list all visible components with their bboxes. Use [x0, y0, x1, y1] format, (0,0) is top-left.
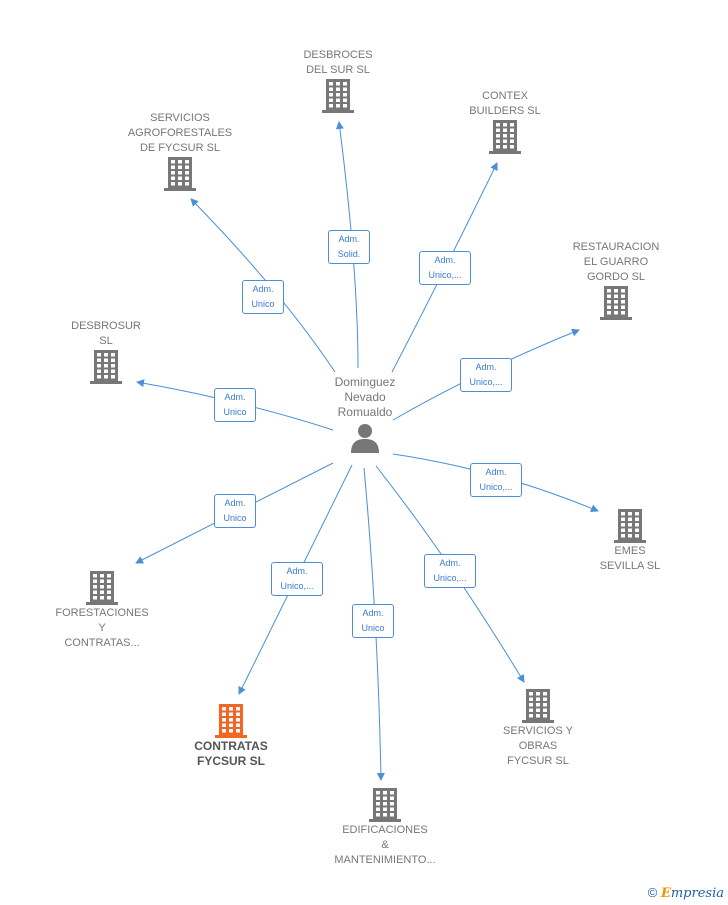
company-label: EMES SEVILLA SL — [599, 545, 661, 572]
building-icon — [322, 79, 354, 113]
company-label: FORESTACIONES Y CONTRATAS... — [55, 607, 149, 649]
role-tag-servicios-obras[interactable]: Adm. Unico,... — [424, 554, 476, 588]
role-tag-forestaciones[interactable]: Adm. Unico — [214, 494, 256, 528]
building-icon — [489, 120, 521, 154]
company-node-emes[interactable]: EMES SEVILLA SL — [580, 508, 680, 574]
person-name: Dominguez Nevado Romualdo — [334, 375, 396, 419]
role-tag-servicios-agro[interactable]: Adm. Unico — [242, 280, 284, 314]
building-icon — [90, 350, 122, 384]
company-node-servicios-obras[interactable]: SERVICIOS Y OBRAS FYCSUR SL — [488, 688, 588, 769]
role-tag-emes[interactable]: Adm. Unico,... — [470, 463, 522, 497]
person-node[interactable]: Dominguez Nevado Romualdo — [318, 375, 412, 454]
role-tag-edificaciones[interactable]: Adm. Unico — [352, 604, 394, 638]
company-node-edificaciones[interactable]: EDIFICACIONES & MANTENIMIENTO... — [326, 787, 444, 868]
company-label: RESTAURACION EL GUARRO GORDO SL — [572, 241, 660, 283]
company-label: EDIFICACIONES & MANTENIMIENTO... — [334, 824, 436, 866]
building-icon — [600, 286, 632, 320]
building-icon — [164, 157, 196, 191]
building-icon — [522, 689, 554, 723]
company-node-desbroces[interactable]: DESBROCES DEL SUR SL — [288, 48, 388, 114]
building-icon — [614, 509, 646, 543]
company-node-servicios-agro[interactable]: SERVICIOS AGROFORESTALES DE FYCSUR SL — [114, 111, 246, 192]
company-label: SERVICIOS Y OBRAS FYCSUR SL — [503, 725, 573, 767]
company-node-desbrosur[interactable]: DESBROSUR SL — [56, 319, 156, 385]
building-icon — [215, 704, 247, 738]
company-label: DESBROCES DEL SUR SL — [303, 49, 373, 76]
company-label: DESBROSUR SL — [71, 320, 141, 347]
company-label: CONTEX BUILDERS SL — [469, 90, 541, 117]
company-node-forestaciones[interactable]: FORESTACIONES Y CONTRATAS... — [44, 570, 160, 651]
company-label: CONTRATAS FYCSUR SL — [194, 739, 268, 768]
company-node-restauracion[interactable]: RESTAURACION EL GUARRO GORDO SL — [560, 240, 672, 321]
company-node-contex[interactable]: CONTEX BUILDERS SL — [455, 89, 555, 155]
company-label: SERVICIOS AGROFORESTALES DE FYCSUR SL — [127, 112, 233, 154]
building-icon — [369, 788, 401, 822]
copyright-symbol: © — [647, 885, 658, 900]
role-tag-restauracion[interactable]: Adm. Unico,... — [460, 358, 512, 392]
company-node-contratas[interactable]: CONTRATAS FYCSUR SL — [176, 703, 286, 769]
role-tag-contex[interactable]: Adm. Unico,... — [419, 251, 471, 285]
role-tag-contratas[interactable]: Adm. Unico,... — [271, 562, 323, 596]
role-tag-desbrosur[interactable]: Adm. Unico — [214, 388, 256, 422]
role-tag-desbroces[interactable]: Adm. Solid. — [328, 230, 370, 264]
building-icon — [86, 571, 118, 605]
person-icon — [351, 424, 379, 453]
brand-logo: Empresia — [660, 886, 724, 901]
brand-footer: © Empresia — [648, 885, 724, 901]
